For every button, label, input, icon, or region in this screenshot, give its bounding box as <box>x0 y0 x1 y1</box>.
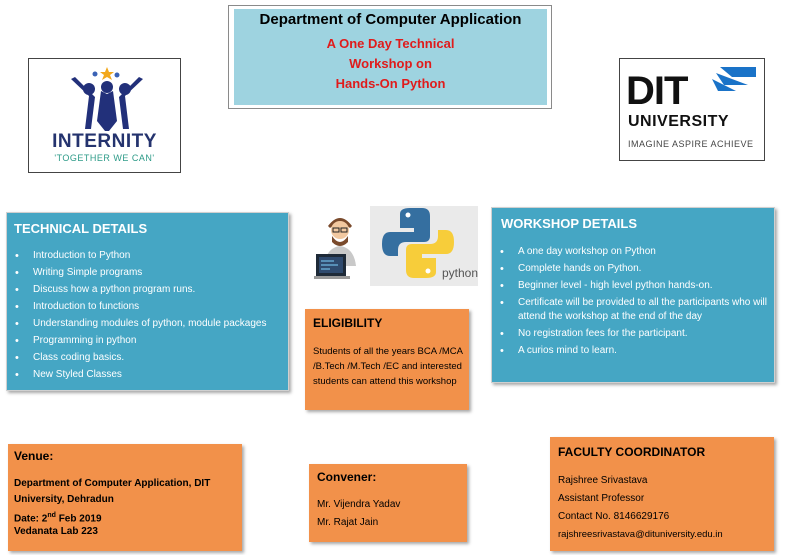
faculty-designation: Assistant Professor <box>558 493 645 504</box>
technical-details-title: TECHNICAL DETAILS <box>14 221 148 236</box>
faculty-contact: Contact No. 8146629176 <box>558 511 670 522</box>
venue-line-2: University, Dehradun <box>14 494 114 505</box>
venue-date: Date: 2nd Feb 2019 <box>14 512 102 525</box>
workshop-details-list: A one day workshop on Python Complete ha… <box>492 245 770 361</box>
dit-wing-icon <box>712 67 756 91</box>
event-line-3: Hands-On Python <box>335 76 446 91</box>
list-item: New Styled Classes <box>7 368 277 382</box>
python-wordmark: python <box>442 266 479 280</box>
technical-details-panel: TECHNICAL DETAILS Introduction to Python… <box>6 212 289 391</box>
list-item: No registration fees for the participant… <box>492 327 770 341</box>
workshop-details-panel: WORKSHOP DETAILS A one day workshop on P… <box>491 207 775 383</box>
python-snakes-icon <box>382 208 454 278</box>
faculty-coordinator-title: FACULTY COORDINATOR <box>558 445 706 459</box>
list-item: Discuss how a python program runs. <box>7 283 277 297</box>
convener-name-2: Mr. Rajat Jain <box>317 517 379 528</box>
developer-illustration <box>314 208 366 288</box>
eligibility-text: Students of all the years BCA /MCA /B.Te… <box>313 346 463 387</box>
list-item: A one day workshop on Python <box>492 245 770 259</box>
dit-university-logo: DIT UNIVERSITY IMAGINE ASPIRE ACHIEVE <box>619 58 765 161</box>
convener-panel: Convener: Mr. Vijendra Yadav Mr. Rajat J… <box>309 464 467 542</box>
python-logo: python <box>370 206 478 286</box>
internity-name: INTERNITY <box>52 131 157 152</box>
venue-panel: Venue: Department of Computer Applicatio… <box>8 444 242 551</box>
eligibility-title: ELIGIBILITY <box>313 316 383 330</box>
list-item: Certificate will be provided to all the … <box>492 296 770 324</box>
list-item: Complete hands on Python. <box>492 262 770 276</box>
list-item: Programming in python <box>7 334 277 348</box>
workshop-details-title: WORKSHOP DETAILS <box>501 216 638 231</box>
venue-line-4: Vedanata Lab 223 <box>14 526 98 537</box>
list-item: Understanding modules of python, module … <box>7 317 277 331</box>
venue-line-1: Department of Computer Application, DIT <box>14 478 211 489</box>
faculty-email: rajshreesrivastava@dituniversity.edu.in <box>558 529 723 540</box>
event-line-1: A One Day Technical <box>326 36 455 51</box>
event-line-2: Workshop on <box>349 56 432 71</box>
list-item: A curios mind to learn. <box>492 344 770 358</box>
list-item: Writing Simple programs <box>7 266 277 280</box>
internity-logo: INTERNITY 'TOGETHER WE CAN' <box>28 58 181 173</box>
dit-tagline: IMAGINE ASPIRE ACHIEVE <box>628 139 754 149</box>
list-item: Beginner level - high level python hands… <box>492 279 770 293</box>
eligibility-panel: ELIGIBILITY Students of all the years BC… <box>305 309 469 410</box>
faculty-name: Rajshree Srivastava <box>558 475 648 486</box>
list-item: Introduction to functions <box>7 300 277 314</box>
department-title: Department of Computer Application <box>259 11 522 28</box>
header-panel <box>234 9 547 105</box>
venue-title: Venue: <box>14 449 54 463</box>
list-item: Class coding basics. <box>7 351 277 365</box>
convener-name-1: Mr. Vijendra Yadav <box>317 499 401 510</box>
dit-name-line1: DIT <box>626 69 688 113</box>
technical-details-list: Introduction to Python Writing Simple pr… <box>7 249 277 385</box>
internity-tagline: 'TOGETHER WE CAN' <box>54 153 155 163</box>
convener-title: Convener: <box>317 470 377 484</box>
list-item: Introduction to Python <box>7 249 277 263</box>
internity-figures-icon <box>71 67 143 131</box>
developer-icon <box>314 218 356 279</box>
dit-name-line2: UNIVERSITY <box>628 113 730 130</box>
faculty-coordinator-panel: FACULTY COORDINATOR Rajshree Srivastava … <box>550 437 774 551</box>
